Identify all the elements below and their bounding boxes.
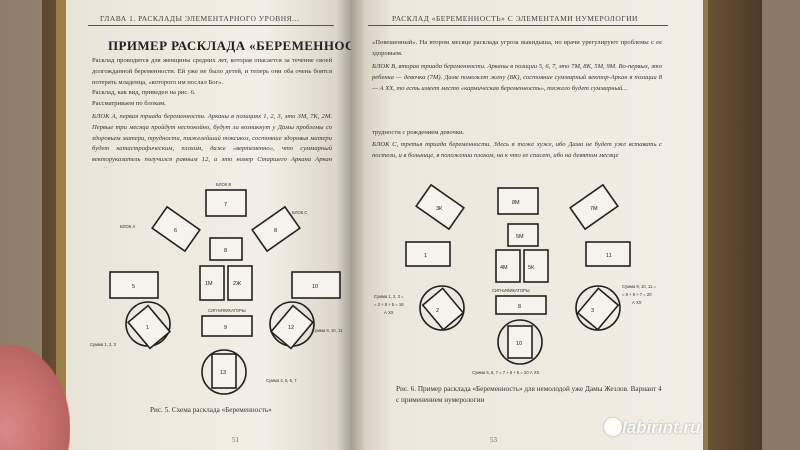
svg-text:2Ж: 2Ж bbox=[233, 281, 241, 287]
svg-text:6: 6 bbox=[174, 228, 177, 234]
tarot-card: 10 bbox=[291, 271, 341, 299]
tarot-card: 12 bbox=[269, 301, 315, 350]
left-head-rule bbox=[88, 25, 334, 26]
tarot-card: 3К bbox=[415, 183, 465, 231]
left-page-number: 51 bbox=[232, 436, 239, 444]
tarot-card: 8 bbox=[251, 205, 301, 253]
svg-text:2: 2 bbox=[436, 308, 439, 314]
diagram-label: Сумма 9, 10, 11 bbox=[312, 328, 343, 333]
diagram-label: Сумма 9, 10, 11 = bbox=[622, 284, 656, 289]
tarot-card: 5М bbox=[507, 223, 539, 247]
diagram-label: Сумма 1, 2, 3 = bbox=[374, 294, 404, 299]
right-head-rule bbox=[368, 25, 668, 26]
left-page bbox=[66, 0, 351, 450]
svg-text:5К: 5К bbox=[528, 265, 535, 271]
tarot-card: 5К bbox=[523, 249, 549, 283]
diagram-label: СИГНИФИКАТОРЫ bbox=[492, 288, 530, 293]
diagram-label: СИГНИФИКАТОРЫ bbox=[208, 308, 246, 313]
watermark: labirint.ru bbox=[622, 418, 701, 437]
diagram-label: = 3 + 8 + 5 = 16 bbox=[374, 302, 404, 307]
svg-text:10: 10 bbox=[516, 341, 522, 347]
diagram-label: Сумма 4, 5, 6, 7 bbox=[266, 378, 297, 383]
svg-text:11: 11 bbox=[606, 253, 612, 259]
gilt-edge-left bbox=[56, 0, 66, 450]
svg-text:1: 1 bbox=[424, 253, 427, 259]
svg-text:3К: 3К bbox=[436, 206, 443, 212]
diagram-label: БЛОК В bbox=[216, 182, 231, 187]
svg-text:8: 8 bbox=[274, 228, 277, 234]
left-paragraph: Расклад, как вид, приведен на рис. 6. bbox=[92, 89, 196, 96]
svg-text:9: 9 bbox=[224, 325, 227, 331]
tarot-card: 1М bbox=[199, 265, 225, 301]
left-figure-caption: Рис. 5. Схема расклада «Беременность» bbox=[150, 406, 272, 414]
svg-text:4М: 4М bbox=[500, 265, 508, 271]
diagram-label: БЛОК С bbox=[292, 210, 307, 215]
tarot-card: 9 bbox=[201, 315, 253, 337]
right-paragraph: БЛОК В, вторая триада беременности. Арка… bbox=[372, 63, 662, 92]
diagram-label: = 8 + 5 + 7 = 20 bbox=[622, 292, 652, 297]
svg-text:1М: 1М bbox=[205, 281, 213, 287]
left-spread-diagram: БЛОК В БЛОК А БЛОК С 7 6 8 8 5 1М 2Ж 10 … bbox=[90, 182, 343, 395]
diagram-label: БЛОК А bbox=[120, 224, 135, 229]
right-paragraph: «Повешенный». На втором месяце расклада … bbox=[372, 39, 662, 57]
tarot-card: 1 bbox=[125, 301, 172, 350]
tarot-card: 8 bbox=[209, 237, 243, 261]
svg-text:1: 1 bbox=[146, 325, 149, 331]
svg-text:10: 10 bbox=[312, 284, 318, 290]
tarot-card: 2Ж bbox=[227, 265, 253, 301]
diagram-label: А XX bbox=[632, 300, 642, 305]
tarot-card: 2 bbox=[419, 285, 465, 331]
right-running-head: РАСКЛАД «БЕРЕМЕННОСТЬ» с элементами нуме… bbox=[392, 14, 638, 23]
svg-text:5: 5 bbox=[132, 284, 135, 290]
left-paragraph: БЛОК А, первая триада беременности. Арка… bbox=[92, 113, 332, 168]
labirint-logo-icon bbox=[604, 418, 622, 436]
svg-text:3: 3 bbox=[591, 308, 594, 314]
svg-text:12: 12 bbox=[288, 325, 294, 331]
tarot-card: 1 bbox=[405, 241, 451, 267]
tarot-card: 11 bbox=[585, 241, 631, 267]
svg-text:7М: 7М bbox=[590, 206, 598, 212]
tarot-card: 7 bbox=[205, 189, 247, 217]
diagram-label: Сумма 5, 6, 7 = 7 + 8 + 5 = 20 А XX bbox=[472, 370, 540, 375]
left-running-head: ГЛАВА 1. РАСКЛАДЫ ЭЛЕМЕНТАРНОГО УРОВНЯ..… bbox=[100, 14, 300, 23]
gilt-edge-right bbox=[700, 0, 708, 450]
svg-text:13: 13 bbox=[220, 370, 226, 376]
svg-text:8: 8 bbox=[224, 248, 227, 254]
tarot-card: 8М bbox=[497, 187, 539, 215]
left-paragraph: Рассматриваем по блокам. bbox=[92, 100, 166, 107]
tarot-card: 13 bbox=[201, 349, 247, 395]
diagram-label: А XX bbox=[384, 310, 394, 315]
svg-text:8М: 8М bbox=[512, 200, 520, 206]
finger bbox=[0, 345, 70, 450]
right-paragraph: БЛОК С, третья триада беременности. Здес… bbox=[372, 141, 662, 159]
tarot-card: 3 bbox=[575, 285, 621, 331]
right-paragraph: трудности с рождением девочки. bbox=[372, 129, 465, 136]
right-page-number: 53 bbox=[490, 436, 497, 444]
tarot-card: 5 bbox=[109, 271, 159, 299]
tarot-card: 4М bbox=[495, 249, 521, 283]
diagram-label: Сумма 1, 2, 3 bbox=[90, 342, 117, 347]
tarot-card: 7М bbox=[569, 183, 619, 231]
tarot-card: 6 bbox=[151, 205, 201, 253]
tarot-card: 10 bbox=[497, 319, 543, 365]
svg-text:5М: 5М bbox=[516, 234, 524, 240]
right-figure-caption: Рис. 6. Пример расклада «Беременность» д… bbox=[396, 385, 662, 404]
book-spine-shadow bbox=[336, 0, 366, 450]
left-page-title: ПРИМЕР РАСКЛАДА «БЕРЕМЕННОСТЬ» bbox=[108, 38, 380, 53]
tarot-card: 8 bbox=[495, 295, 547, 315]
left-paragraph: Расклад проводится для женщины средних л… bbox=[92, 57, 332, 86]
svg-text:8: 8 bbox=[518, 304, 521, 310]
right-spread-diagram: 3К 8М 5М 7М 1 4М 5К 11 СИГНИФИКАТОРЫ 8 2… bbox=[374, 183, 656, 375]
svg-text:7: 7 bbox=[224, 202, 227, 208]
